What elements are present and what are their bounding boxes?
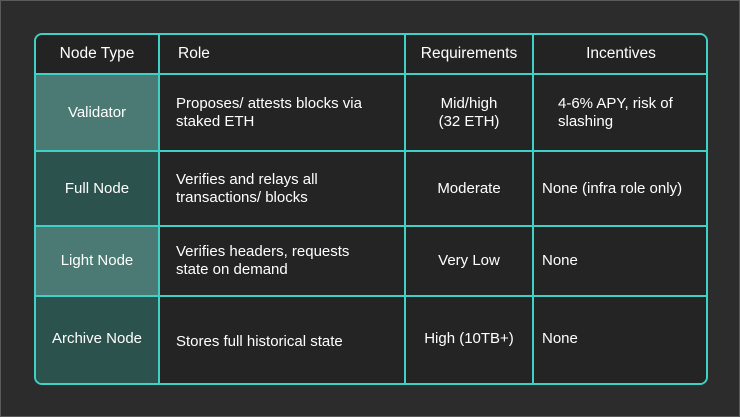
requirements-archive-node: High (10TB+) — [406, 297, 534, 383]
incentives-full-node: None (infra role only) — [534, 152, 706, 227]
role-validator: Proposes/ attests blocks via staked ETH — [160, 75, 406, 152]
node-type-archive-node: Archive Node — [36, 297, 160, 383]
incentives-light-node: None — [534, 227, 706, 297]
requirements-full-node: Moderate — [406, 152, 534, 227]
incentives-archive-node: None — [534, 297, 706, 383]
header-node-type: Node Type — [36, 35, 160, 75]
header-incentives: Incentives — [534, 35, 706, 75]
requirements-light-node: Very Low — [406, 227, 534, 297]
requirements-validator: Mid/high (32 ETH) — [406, 75, 534, 152]
node-type-light-node: Light Node — [36, 227, 160, 297]
node-type-validator: Validator — [36, 75, 160, 152]
header-role: Role — [160, 35, 406, 75]
node-type-full-node: Full Node — [36, 152, 160, 227]
role-light-node: Verifies headers, requests state on dema… — [160, 227, 406, 297]
header-requirements: Requirements — [406, 35, 534, 75]
role-archive-node: Stores full historical state — [160, 297, 406, 383]
incentives-validator: 4-6% APY, risk of slashing — [534, 75, 706, 152]
node-types-table: Node Type Role Requirements Incentives V… — [34, 33, 708, 385]
role-full-node: Verifies and relays all transactions/ bl… — [160, 152, 406, 227]
